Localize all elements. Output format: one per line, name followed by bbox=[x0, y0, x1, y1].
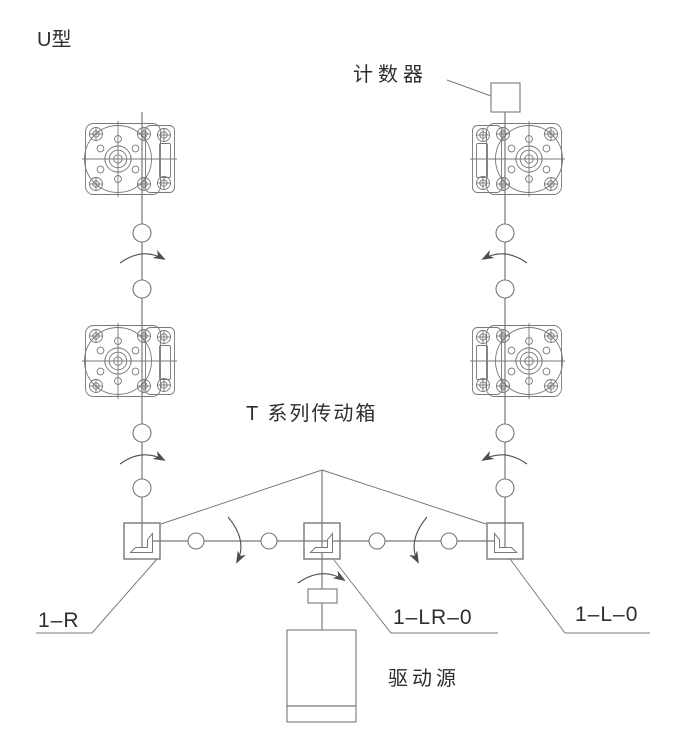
t-series-gearbox-label: T 系列传动箱 bbox=[246, 403, 378, 425]
diagram-title: U型 bbox=[37, 29, 72, 51]
rotation-arrow-left-lower bbox=[119, 451, 166, 465]
gearbox-top-left bbox=[81, 120, 178, 198]
rotation-arrow-motor bbox=[297, 570, 346, 584]
model-label-right: 1–L–0 bbox=[575, 603, 639, 626]
gearbox-bottom-right bbox=[469, 322, 566, 400]
corner-gearbox-center bbox=[303, 522, 341, 560]
model-label-left: 1–R bbox=[38, 609, 80, 632]
rotation-arrow-right-lower bbox=[481, 451, 528, 465]
rotation-arrow-left-upper bbox=[119, 250, 166, 264]
counter-box bbox=[490, 82, 521, 113]
gearbox-top-right bbox=[469, 120, 566, 198]
drive-source-label: 驱动源 bbox=[388, 668, 460, 690]
model-label-center: 1–LR–0 bbox=[393, 606, 473, 629]
shaft-couplings bbox=[132, 223, 515, 550]
motor-coupling bbox=[307, 588, 338, 604]
counter-label: 计数器 bbox=[353, 64, 428, 86]
corner-gearbox-right bbox=[486, 522, 524, 560]
rotation-arrow-horizontal-left bbox=[227, 516, 246, 564]
corner-gearbox-left bbox=[123, 522, 161, 560]
drive-motor bbox=[286, 629, 357, 723]
rotation-arrow-horizontal-right bbox=[409, 516, 428, 564]
model-right-leader bbox=[509, 558, 650, 634]
counter-leader-line bbox=[446, 79, 492, 97]
model-left-leader bbox=[36, 558, 158, 634]
model-center-leader bbox=[333, 559, 498, 634]
gearbox-bottom-left bbox=[81, 322, 178, 400]
rotation-arrow-right-upper bbox=[481, 250, 528, 264]
t-series-pointer-lines bbox=[160, 469, 487, 525]
